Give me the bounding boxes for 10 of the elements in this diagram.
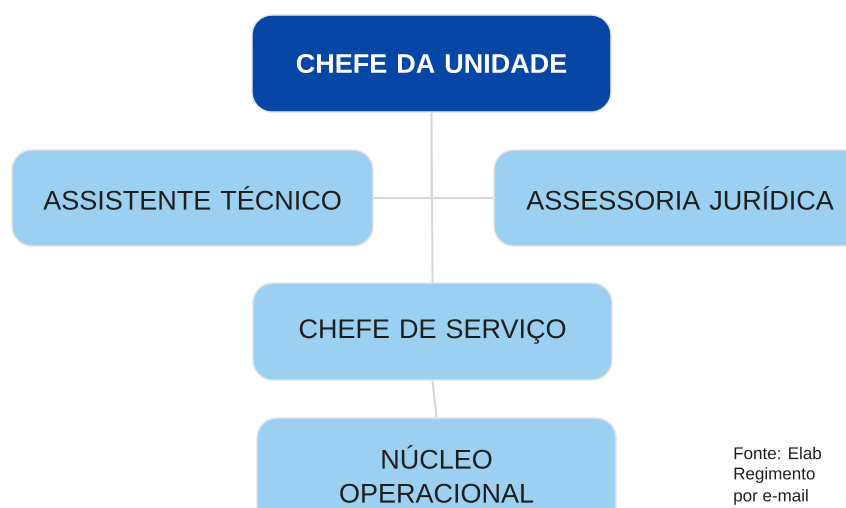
source-note: por e-mail <box>734 489 808 505</box>
source-note: Regimento <box>734 467 815 483</box>
source-note: Fonte: Elab <box>734 446 821 460</box>
org-box: CHEFE DE SERVIÇO <box>252 282 613 381</box>
org-box: ASSISTENTE TÉCNICO <box>11 149 374 247</box>
org-box: ASSESSORIA JURÍDICA <box>493 149 846 247</box>
org-box: NÚCLEO OPERACIONAL <box>256 417 617 508</box>
connector-line <box>430 112 434 282</box>
org-box: CHEFE DA UNIDADE <box>251 14 612 113</box>
connector-line <box>432 380 438 418</box>
